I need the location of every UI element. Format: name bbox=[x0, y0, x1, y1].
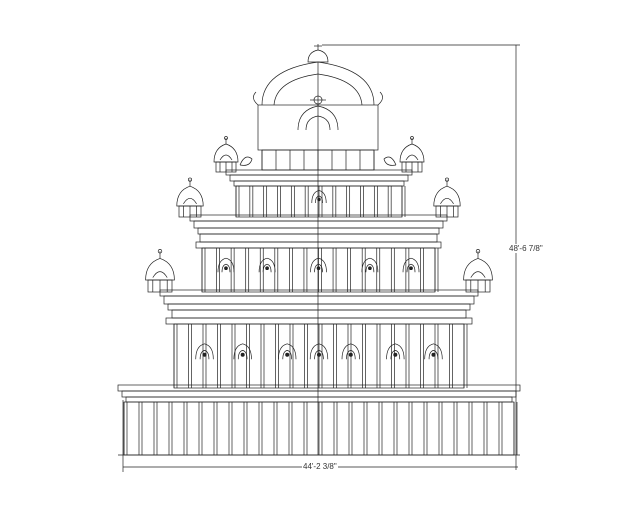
tier-2 bbox=[176, 177, 461, 293]
tier-3 bbox=[145, 249, 493, 389]
width-dimension-label: 44'-2 3/8" bbox=[302, 462, 338, 471]
tier-1 bbox=[213, 136, 425, 218]
kalasa-finial bbox=[307, 44, 329, 63]
base-tier bbox=[117, 384, 521, 456]
height-dimension-label: 48'-6 7/8" bbox=[508, 244, 544, 253]
shala-vault bbox=[239, 61, 397, 171]
